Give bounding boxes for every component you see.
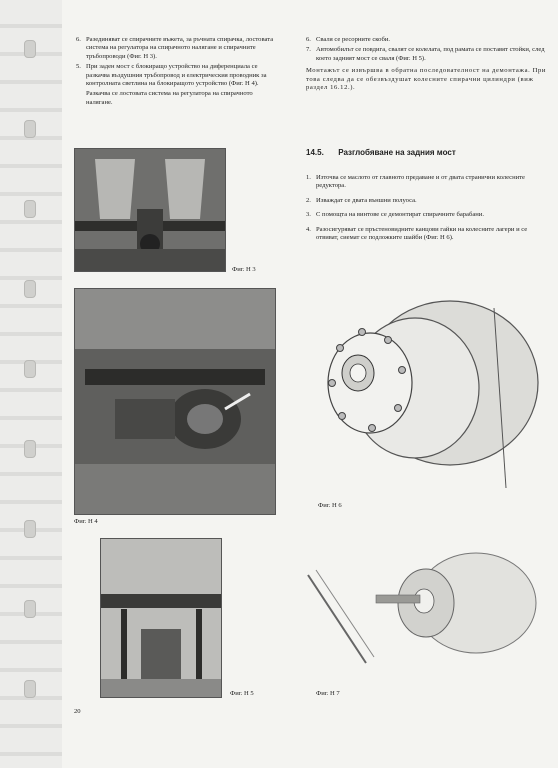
steps-list: 1. Източва се маслото от главното предав… — [306, 174, 546, 248]
item-text: Сваля се ресорните скоби. — [316, 36, 391, 43]
axle-on-stands-illustration — [101, 539, 221, 697]
step-number: 2. — [306, 196, 311, 204]
figure-h5-photo — [100, 538, 222, 698]
right-column: 6. Сваля се ресорните скоби. 7. Автомоби… — [306, 36, 546, 92]
figure-h7-caption: Фиг. Н 7 — [316, 690, 340, 697]
figure-h6-drawing — [310, 288, 546, 498]
figure-h5-caption: Фиг. Н 5 — [230, 690, 254, 697]
step-number: 4. — [306, 225, 311, 233]
item-number: 6. — [76, 36, 81, 43]
figure-h3-caption: Фиг. Н 3 — [232, 266, 256, 273]
item-text: Разединяват се спирачните въжета, за ръч… — [86, 36, 274, 60]
left-column: 6. Разединяват се спирачните въжета, за … — [76, 36, 276, 109]
differential-lock-illustration — [75, 289, 275, 514]
figure-h4-photo — [74, 288, 276, 515]
page-number: 20 — [74, 708, 81, 715]
right-item: 7. Автомобилът се повдига, свалят се кол… — [306, 46, 546, 63]
hub-removal-tool-illustration — [307, 552, 537, 664]
step-number: 1. — [306, 174, 311, 181]
step-item: 4. Разосигуряват се пръстеновидните канц… — [306, 226, 546, 243]
figure-h4-caption: Фиг. Н 4 — [74, 518, 98, 525]
section-heading: 14.5. Разглобяване на задния мост — [306, 148, 546, 157]
step-text: С помощта на винтове се демонтират спира… — [316, 211, 484, 219]
step-text: Изваждат се двата външни полуоса. — [316, 196, 417, 204]
step-number: 3. — [306, 211, 311, 219]
left-item: 5. При заден мост с блокиращо устройство… — [76, 63, 276, 88]
binding-margin — [0, 0, 62, 768]
item-number: 5. — [76, 63, 81, 71]
figure-h6-caption: Фиг. Н 6 — [318, 502, 342, 509]
step-item: 2. Изваждат се двата външни полуоса. — [306, 197, 546, 205]
figure-h3-photo — [74, 148, 226, 272]
step-text: Източва се маслото от главното предаване… — [316, 174, 525, 190]
section-title: Разглобяване на задния мост — [338, 148, 456, 157]
item-text: Автомобилът се повдига, свалят се колела… — [316, 46, 545, 62]
right-item: 6. Сваля се ресорните скоби. — [306, 36, 546, 44]
chassis-underside-illustration — [75, 149, 225, 271]
assembly-note: Монтажът се извършва в обратна последова… — [306, 67, 546, 92]
left-item: 6. Разединяват се спирачните въжета, за … — [76, 36, 276, 61]
brake-drum-hub-illustration — [327, 300, 539, 489]
figure-h7-drawing — [306, 545, 546, 680]
step-item: 3. С помощта на винтове се демонтират сп… — [306, 211, 546, 219]
item-number: 6. — [306, 36, 311, 43]
left-extra-text: Разкачва се лостовата система на регулат… — [86, 90, 253, 106]
section-number: 14.5. — [306, 148, 324, 157]
step-text: Разосигуряват се пръстеновидните канцови… — [316, 225, 528, 242]
item-text: При заден мост с блокиращо устройство на… — [86, 63, 267, 88]
step-item: 1. Източва се маслото от главното предав… — [306, 174, 546, 191]
item-number: 7. — [306, 46, 311, 54]
